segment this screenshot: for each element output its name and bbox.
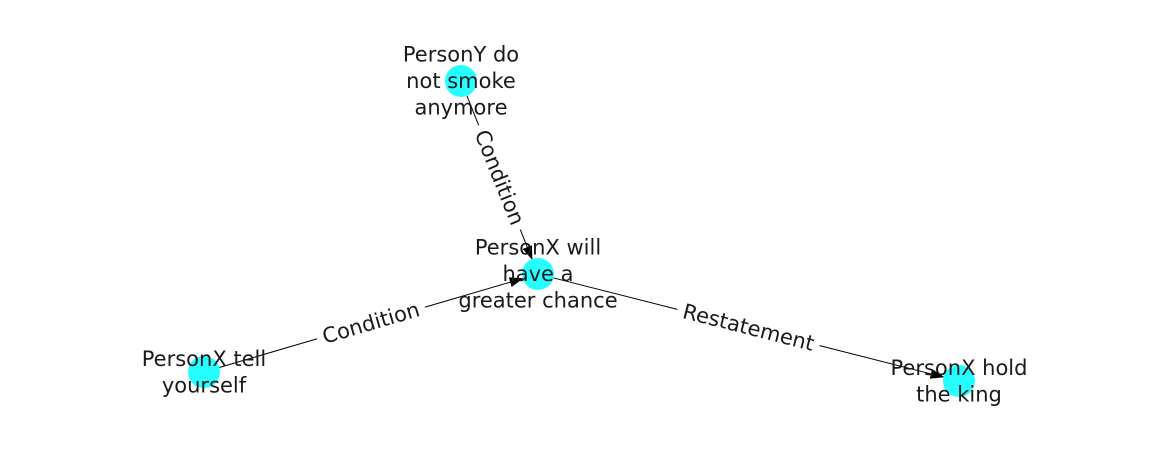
node-label-line: have a <box>502 262 573 286</box>
node-right <box>943 365 975 397</box>
edge-label-background <box>313 293 429 353</box>
node-label-line: PersonX tell <box>142 347 266 371</box>
node-label-line: PersonY do <box>403 43 519 67</box>
node-center <box>522 258 554 290</box>
node-label-line: greater chance <box>458 289 617 313</box>
edge-label-condition: Condition <box>320 297 423 348</box>
node-left <box>188 356 220 388</box>
node-label-line: PersonX hold <box>891 356 1028 380</box>
node-label-line: not smoke <box>406 69 516 93</box>
edge-label-background <box>465 120 534 235</box>
edge-label-background <box>673 295 824 360</box>
edge-label-group: Restatement <box>673 295 824 360</box>
nodes-layer <box>188 65 975 397</box>
edge-label-group: Condition <box>465 120 534 235</box>
edge-label-group: Condition <box>313 293 429 353</box>
node-label-line: the king <box>916 382 1002 406</box>
node-top <box>445 65 477 97</box>
node-label-line: anymore <box>414 96 507 120</box>
edge-label-restatement: Restatement <box>680 299 816 355</box>
node-label-line: yourself <box>162 373 247 397</box>
node-label-line: PersonX will <box>475 236 601 260</box>
